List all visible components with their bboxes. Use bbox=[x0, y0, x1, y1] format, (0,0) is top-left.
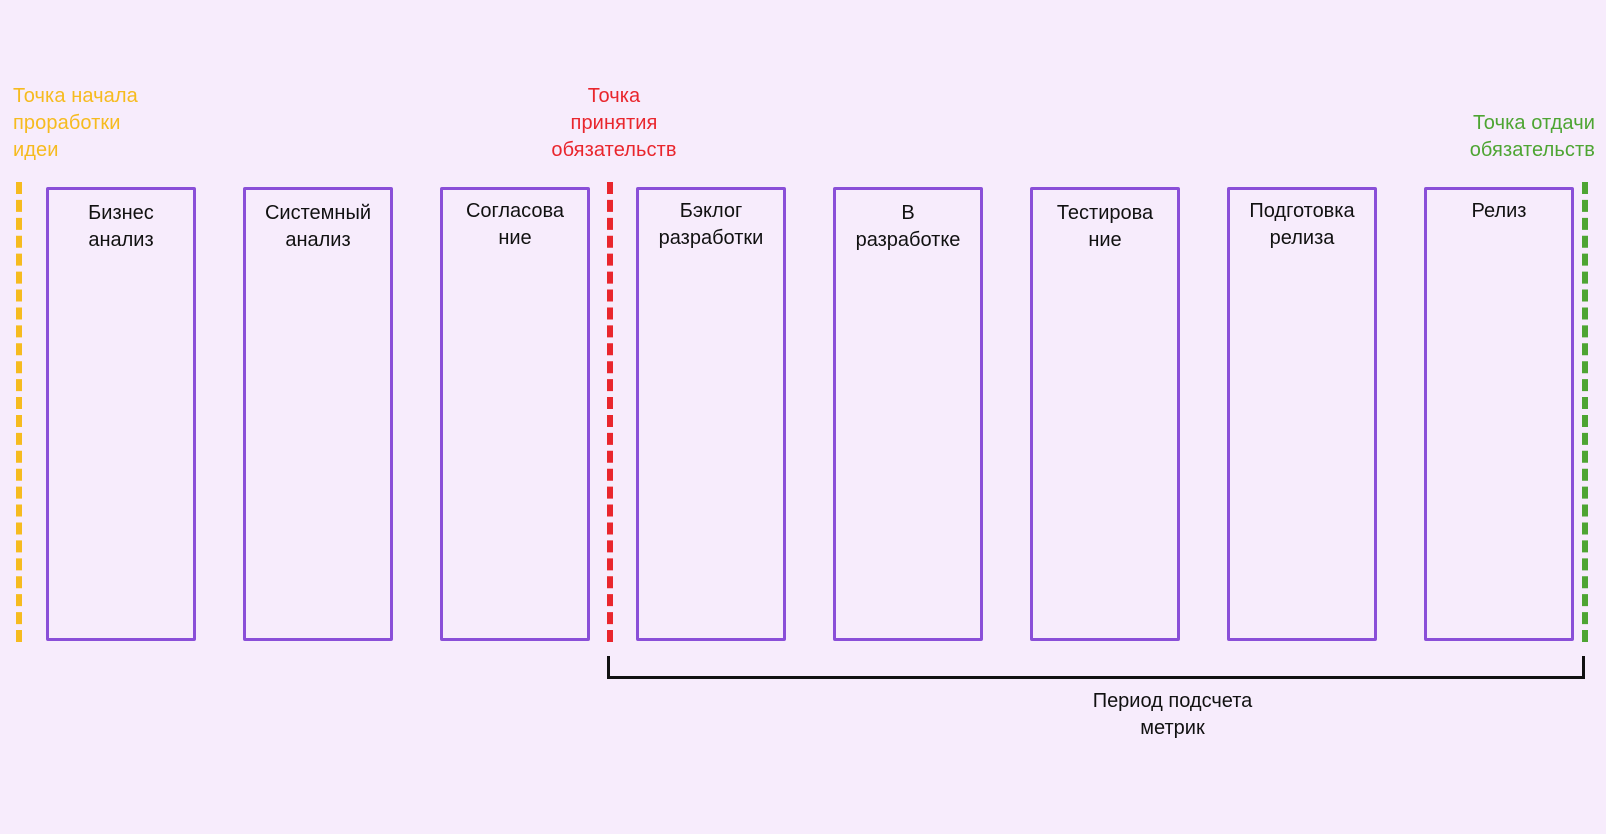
metrics-period-bracket bbox=[607, 656, 1585, 679]
stage-label-line: Бизнес bbox=[88, 202, 154, 224]
commitment-deliver-label-line-2: обязательств bbox=[1469, 139, 1595, 161]
commitment-accept-label-line-2: принятия bbox=[570, 112, 658, 134]
metrics-period-label-line-2: метрик bbox=[1140, 717, 1205, 739]
metrics-period-label: Период подсчета метрик bbox=[1000, 688, 1345, 742]
stage-label: Бэклог разработки bbox=[639, 198, 783, 252]
commitment-accept-label: Точка принятия обязательств bbox=[514, 83, 714, 164]
stage-label-line: анализ bbox=[285, 229, 351, 251]
stage-system-analysis: Системный анализ bbox=[243, 187, 393, 641]
idea-start-label: Точка начала проработки идеи bbox=[13, 83, 138, 164]
commitment-deliver-label: Точка отдачи обязательств bbox=[1390, 110, 1595, 164]
stage-label-line: Бэклог bbox=[679, 200, 743, 222]
stage-in-development: В разработке bbox=[833, 187, 983, 641]
stage-dev-backlog: Бэклог разработки bbox=[636, 187, 786, 641]
stage-label: Релиз bbox=[1427, 198, 1571, 225]
stage-label: Тестирова ние bbox=[1033, 200, 1177, 254]
stage-label: Согласова ние bbox=[443, 198, 587, 252]
stage-label-line: В bbox=[901, 202, 915, 224]
metrics-period-label-line-1: Период подсчета bbox=[1092, 690, 1253, 712]
stage-approval: Согласова ние bbox=[440, 187, 590, 641]
commitment-accept-label-line-3: обязательств bbox=[551, 139, 677, 161]
idea-start-label-line-1: Точка начала bbox=[13, 85, 138, 107]
stage-release: Релиз bbox=[1424, 187, 1574, 641]
stage-label-line: ние bbox=[1088, 229, 1122, 251]
stage-label-line: релиза bbox=[1269, 227, 1335, 249]
stage-label-line: Тестирова bbox=[1056, 202, 1154, 224]
stage-label: Бизнес анализ bbox=[49, 200, 193, 254]
commitment-deliver-dashed-line bbox=[1582, 182, 1588, 642]
stage-label-line: Согласова bbox=[465, 200, 565, 222]
commitment-deliver-label-line-1: Точка отдачи bbox=[1473, 112, 1595, 134]
stage-label-line: Подготовка bbox=[1249, 200, 1355, 222]
commitment-accept-label-line-1: Точка bbox=[587, 85, 641, 107]
stage-label-line: Системный bbox=[264, 202, 371, 224]
idea-start-dashed-line bbox=[16, 182, 22, 642]
stage-label: Подготовка релиза bbox=[1230, 198, 1374, 252]
stage-testing: Тестирова ние bbox=[1030, 187, 1180, 641]
stage-label: В разработке bbox=[836, 200, 980, 254]
stage-label-line: разработки bbox=[658, 227, 764, 249]
stage-business-analysis: Бизнес анализ bbox=[46, 187, 196, 641]
stage-release-prep: Подготовка релиза bbox=[1227, 187, 1377, 641]
stage-label-line: анализ bbox=[88, 229, 154, 251]
commitment-accept-dashed-line bbox=[607, 182, 613, 642]
idea-start-label-line-3: идеи bbox=[13, 139, 59, 161]
stage-label-line: ние bbox=[498, 227, 532, 249]
stage-label-line: разработке bbox=[855, 229, 961, 251]
stage-label: Системный анализ bbox=[246, 200, 390, 254]
idea-start-label-line-2: проработки bbox=[13, 112, 121, 134]
stage-label-line: Релиз bbox=[1471, 200, 1527, 222]
